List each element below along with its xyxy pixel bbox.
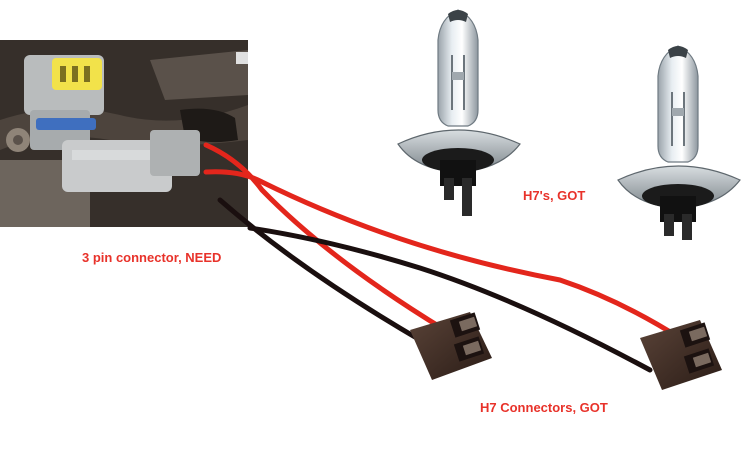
label-3-pin-connector-need: 3 pin connector, NEED [82,250,222,265]
label-h7-bulbs-got: H7's, GOT [523,188,586,203]
h7-connector-plug-right [640,320,722,390]
black-wires [217,197,653,373]
red-wires [203,142,683,341]
red-wire-to-right-plug [203,169,683,341]
label-h7-connectors-got: H7 Connectors, GOT [480,400,608,415]
red-wire-to-left-plug [203,142,448,333]
h7-bulb-right [617,45,741,240]
black-wire-to-right-plug [247,225,653,373]
oem-3-pin-connector [24,52,248,192]
black-wire-to-left-plug [217,197,423,343]
engine-bay-connector-photo [0,40,248,227]
h7-bulb-left [397,9,521,216]
h7-connector-plug-left [410,312,492,380]
